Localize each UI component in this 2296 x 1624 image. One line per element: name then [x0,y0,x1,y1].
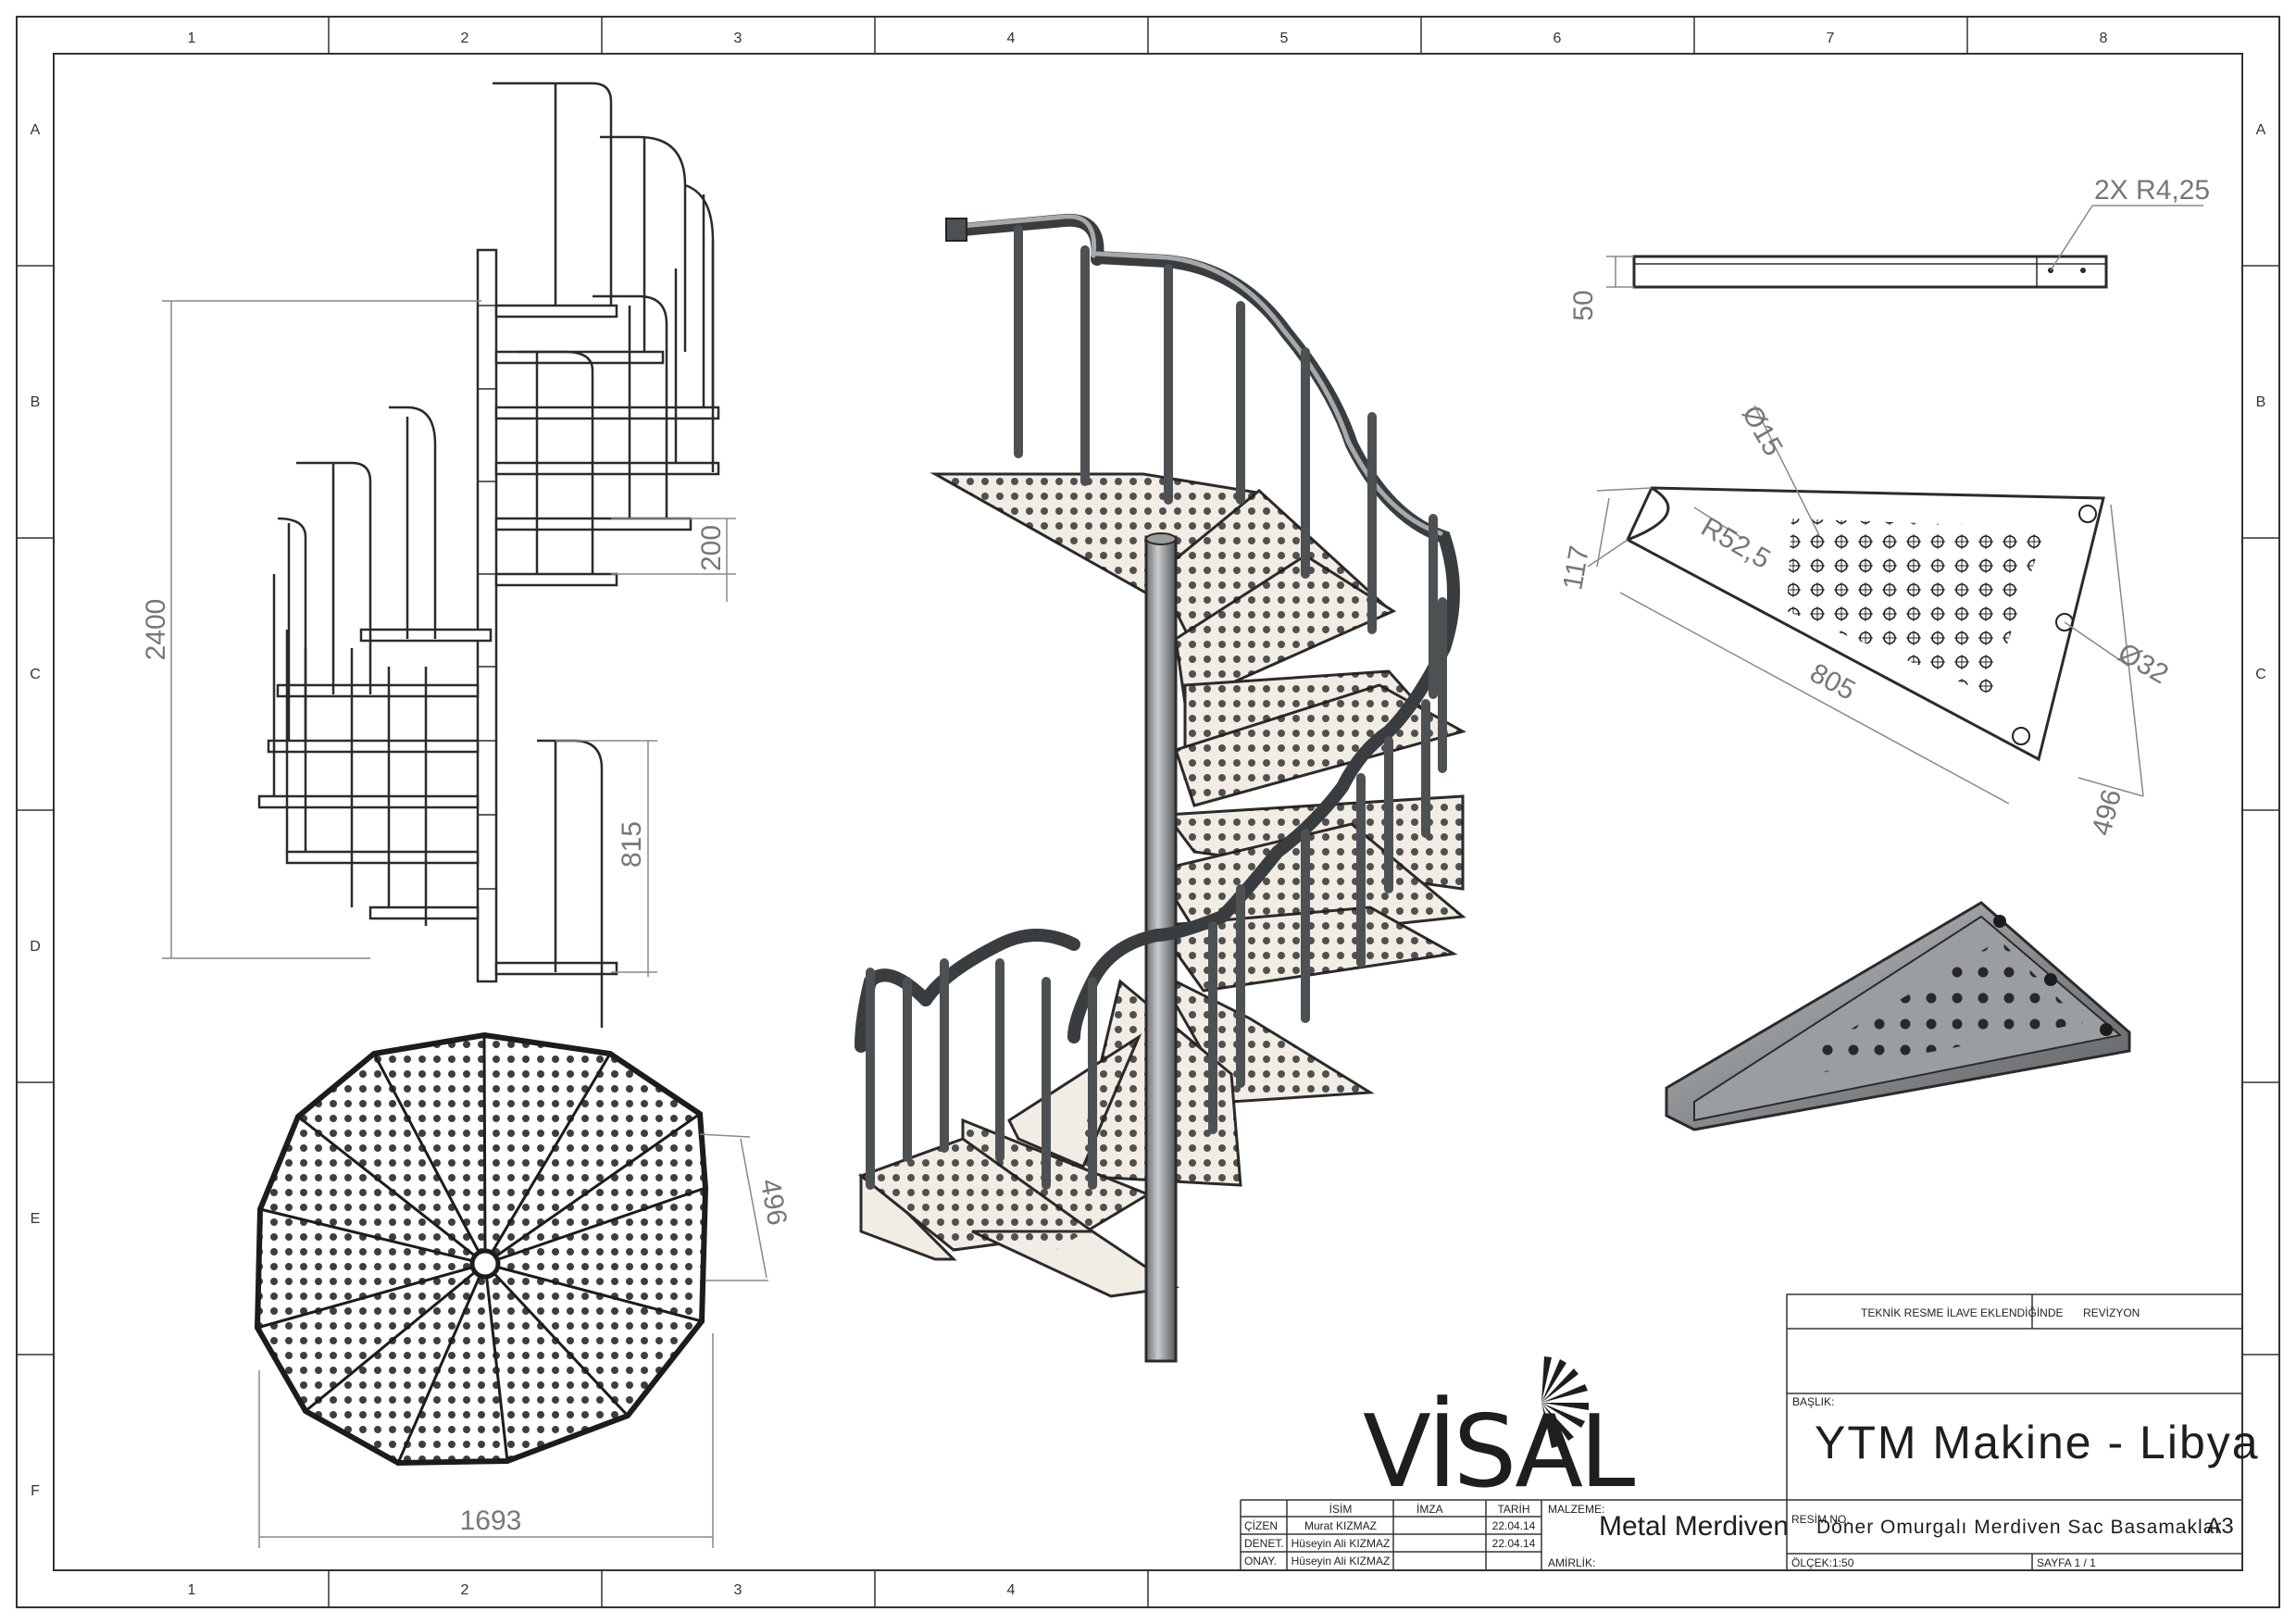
tread-3d-view [1665,901,2131,1131]
zone-row-d: D [30,939,41,955]
sunburst-icon [1541,1356,1589,1448]
zone-col-3-bottom: 3 [734,1582,742,1598]
plan-dimension-lines [258,1133,768,1548]
zone-row-e: E [31,1211,41,1227]
zone-col-2-bottom: 2 [461,1582,469,1598]
zone-col-5: 5 [1280,31,1289,46]
tread-dimension-lines [1587,405,2144,805]
dim-thickness: 50 [1568,290,1599,320]
dim-plan-step: 496 [755,1177,792,1228]
logo-brand: VİSAL [1363,1393,1635,1510]
title-block [1240,1293,2243,1571]
row-drawn-role: ÇİZEN [1244,1519,1278,1532]
zone-col-6: 6 [1554,31,1562,46]
zone-col-8: 8 [2100,31,2108,46]
zone-row-f: F [31,1483,40,1499]
side-elevation-view [257,81,720,1028]
dim-outer-width: 496 [2086,786,2128,839]
dim-plan-width: 1693 [460,1505,522,1536]
dim-inner-width: 117 [1557,543,1595,593]
zone-row-b: B [31,394,41,410]
plan-view [254,1031,709,1467]
dim-riser: 200 [696,525,727,571]
zone-col-2: 2 [461,31,469,46]
zone-col-3: 3 [734,31,742,46]
tread-top-view [1626,486,2105,762]
logo-subtitle: Metal Merdiven [1599,1511,1789,1542]
col-date-header: TARİH [1497,1503,1529,1516]
zone-col-4: 4 [1007,31,1016,46]
zone-col-7: 7 [1827,31,1835,46]
project-title: YTM Makine - Libya [1815,1417,2260,1468]
edge-dimension-lines [1606,205,2203,288]
row-approved-role: ONAY. [1244,1555,1277,1568]
tech-note: TEKNİK RESME İLAVE EKLENDİĞİNDE [1861,1305,2064,1319]
dim-length: 805 [1805,657,1861,706]
sheet-size: A3 [2206,1514,2233,1539]
revision-label: REVİZYON [2083,1306,2140,1319]
dim-lower-rail: 815 [617,821,647,868]
zone-row-c-right: C [2255,667,2266,682]
col-name-header: İSİM [1329,1503,1353,1516]
row-checked-date: 22.04.14 [1492,1537,1536,1550]
zone-row-c: C [30,667,41,682]
side-dimension-lines [162,300,736,977]
zone-row-a-right: A [2256,122,2266,138]
zone-col-1-bottom: 1 [188,1582,196,1598]
title-label: BAŞLIK: [1792,1395,1834,1408]
dim-side-height: 2400 [141,599,171,661]
drawing-description: Döner Omurgalı Merdiven Sac Basamaklar [1816,1517,2222,1538]
tread-hole-field [1787,518,2046,694]
zone-row-b-right: B [2256,394,2266,410]
row-drawn-date: 22.04.14 [1492,1519,1536,1532]
zone-row-a: A [31,122,41,138]
visal-logo: VİSAL Metal Merdiven [1363,1356,1789,1542]
col-signature-header: İMZA [1416,1503,1443,1516]
zone-ticks [17,17,2279,1607]
page-label: SAYFA 1 / 1 [2037,1556,2096,1569]
scale-label: ÖLÇEK:1:50 [1791,1556,1854,1569]
row-checked-name: Hüseyin Ali KIZMAZ [1292,1537,1391,1550]
row-drawn-name: Murat KIZMAZ [1304,1519,1377,1532]
approval-label: AMİRLİK: [1548,1556,1595,1569]
zone-col-4-bottom: 4 [1007,1582,1016,1598]
tread-edge-view [1632,255,2108,289]
isometric-stair-view [855,213,1466,1363]
row-checked-role: DENET. [1244,1537,1284,1550]
dim-hole-large: Ø32 [2113,637,2174,690]
dim-slots: 2X R4,25 [2094,175,2210,206]
drawing-no-label: RESİM NO. [1791,1513,1850,1526]
zone-col-1: 1 [188,31,196,46]
material-label: MALZEME: [1548,1503,1604,1516]
dim-hole-small: Ø15 [1736,400,1789,461]
row-approved-name: Hüseyin Ali KIZMAZ [1292,1555,1391,1568]
